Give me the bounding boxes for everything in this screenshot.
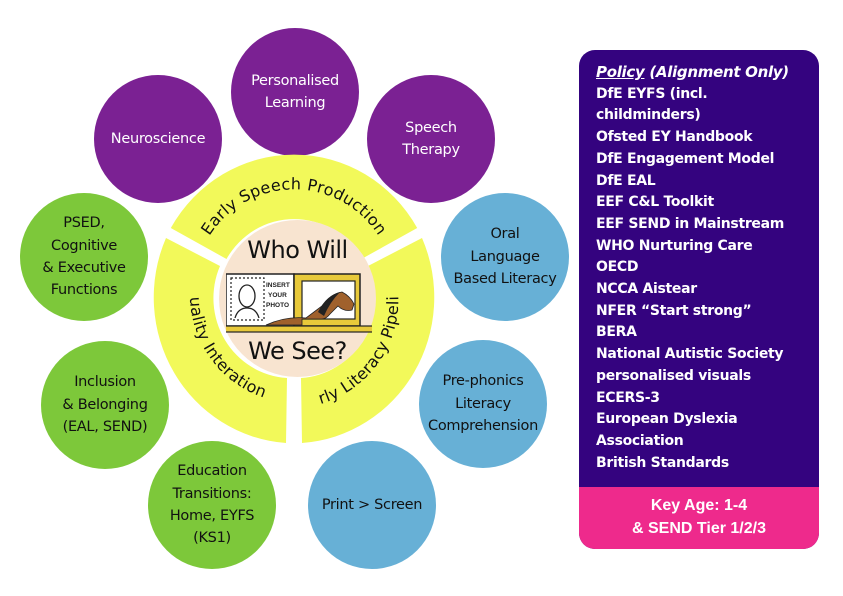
circle-label-line: (EAL, SEND) (62, 419, 148, 436)
circle-label-line: & Belonging (62, 396, 148, 413)
policy-panel: Policy (Alignment Only) DfE EYFS (incl. … (579, 50, 819, 549)
circle-label-line: Oral (490, 226, 520, 243)
policy-item: NCCA Aistear (596, 281, 697, 298)
center-title-bottom: We See? (248, 337, 347, 365)
circle-label-line: Speech (405, 119, 457, 136)
photo-text-line: INSERT (266, 282, 290, 289)
photo-text-line: YOUR (268, 292, 287, 299)
circle-label-line: Neuroscience (110, 130, 206, 147)
circle-label-line: Functions (50, 282, 118, 299)
circle-label-line: Based Literacy (453, 271, 557, 288)
face-outline-icon (238, 284, 256, 308)
policy-item: EEF C&L Toolkit (596, 194, 714, 211)
policy-item: childminders) (596, 107, 701, 124)
circle-inclusion-belonging: Inclusion & Belonging (EAL, SEND) (41, 341, 169, 469)
photo-text-line: PHOTO (266, 302, 289, 309)
circle-label-line: Pre-phonics (442, 373, 524, 390)
policy-item: EEF SEND in Mainstream (596, 215, 785, 232)
circle-label-line: Comprehension (428, 418, 538, 435)
circle-label-line: Personalised (251, 72, 339, 89)
key-age-footer: Key Age: 1-4 & SEND Tier 1/2/3 (579, 487, 819, 549)
circle-label-line: & Executive (42, 260, 126, 276)
policy-heading: Policy (Alignment Only) (596, 62, 819, 84)
policy-item: Association (596, 432, 684, 449)
circle-label-line: (KS1) (193, 530, 231, 547)
policy-item: Ofsted EY Handbook (596, 129, 753, 146)
policy-item: personalised visuals (596, 367, 751, 384)
policy-item: DfE Engagement Model (596, 150, 775, 167)
circle-print-screen: Print > Screen (308, 441, 436, 569)
policy-item: ECERS-3 (596, 389, 660, 406)
photo-frame (230, 277, 265, 321)
policy-item: DfE EAL (596, 172, 656, 189)
policy-heading-underlined: Policy (596, 63, 645, 81)
circle-label-line: Language (470, 248, 540, 265)
center-title-top: Who Will (247, 236, 348, 264)
policy-heading-rest: (Alignment Only) (644, 63, 789, 81)
circle-label-line: Education (177, 463, 247, 480)
circle-label-line: Cognitive (51, 237, 117, 254)
policy-item: OECD (596, 259, 639, 276)
circle-label-line: Inclusion (74, 374, 136, 391)
policy-item: European Dyslexia (596, 411, 738, 428)
policy-item: NFER “Start strong” (596, 302, 752, 319)
policy-item: WHO Nurturing Care (596, 237, 753, 254)
policy-item: DfE EYFS (incl. (596, 85, 708, 102)
circle-label-line: Learning (264, 95, 326, 111)
circle-label-line: Print > Screen (321, 496, 423, 513)
ring-segment-top (170, 154, 418, 259)
circle-neuroscience: Neuroscience (94, 75, 222, 203)
key-age-line: Key Age: 1-4 (650, 497, 748, 514)
policy-item: British Standards (596, 454, 729, 471)
circle-label-line: Therapy (402, 142, 460, 158)
photo-horse-illustration: INSERT YOUR PHOTO (226, 273, 372, 333)
policy-item: BERA (596, 324, 637, 341)
policy-item: National Autistic Society (596, 346, 784, 363)
circle-label-line: Transitions: (172, 485, 252, 502)
send-tier-line: & SEND Tier 1/2/3 (632, 520, 766, 537)
ring-segment-left (153, 238, 287, 443)
circle-label-line: Home, EYFS (169, 508, 255, 524)
circle-label-line: Literacy (455, 395, 511, 412)
ring-segment-right (301, 238, 435, 443)
circle-label-line: PSED, (63, 215, 105, 232)
